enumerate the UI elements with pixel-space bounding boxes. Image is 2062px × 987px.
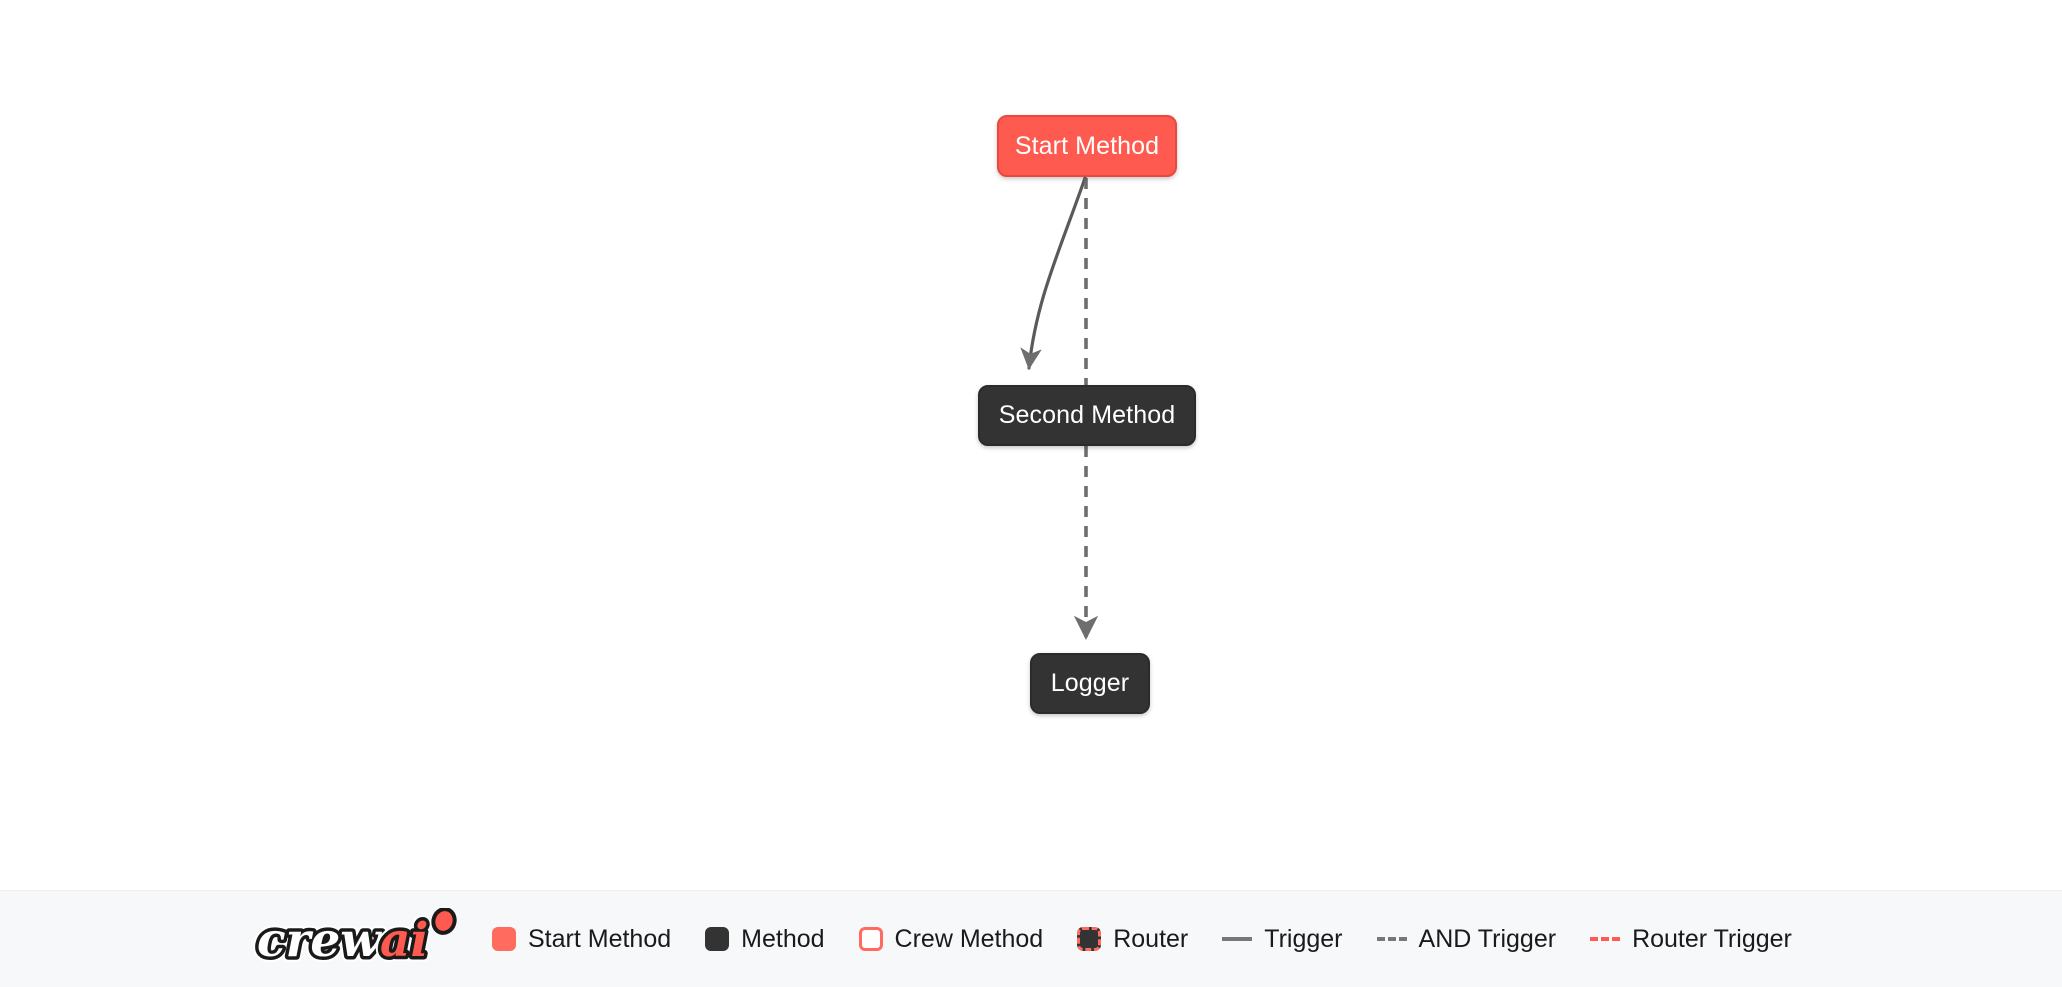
- svg-text:ai: ai: [380, 913, 428, 968]
- legend-item-router[interactable]: Router: [1077, 924, 1189, 953]
- start-method-swatch-icon: [492, 927, 516, 951]
- crewai-logo-dot: [431, 908, 457, 935]
- dashed-line-icon: [1376, 937, 1407, 941]
- legend-item-label: Crew Method: [894, 924, 1044, 953]
- legend-item-label: Start Method: [528, 924, 672, 953]
- legend-item-method[interactable]: Method: [705, 924, 825, 953]
- legend-item-label: Trigger: [1264, 924, 1343, 953]
- legend-items-container: crew crew crew ai ai ai Start Method Met…: [252, 908, 1792, 970]
- solid-line-icon: [1222, 937, 1253, 941]
- crewai-logo: crew crew crew ai ai ai: [252, 908, 466, 970]
- legend-item-trigger[interactable]: Trigger: [1222, 924, 1343, 953]
- legend-item-label: Router Trigger: [1632, 924, 1792, 953]
- legend-item-start-method[interactable]: Start Method: [492, 924, 672, 953]
- dashed-red-line-icon: [1590, 937, 1621, 941]
- router-swatch-icon: [1077, 927, 1102, 951]
- legend-item-and-trigger[interactable]: AND Trigger: [1376, 924, 1557, 953]
- legend-bar: crew crew crew ai ai ai Start Method Met…: [0, 890, 2062, 987]
- svg-text:crew: crew: [257, 913, 382, 968]
- legend-item-label: Router: [1113, 924, 1189, 953]
- svg-text:crew: crew: [257, 913, 382, 968]
- flow-node-start-method[interactable]: Start Method: [997, 115, 1177, 177]
- flow-node-second-method[interactable]: Second Method: [978, 385, 1196, 446]
- flow-node-label: Second Method: [998, 401, 1176, 429]
- svg-text:ai: ai: [380, 913, 428, 968]
- svg-text:crew: crew: [257, 913, 382, 968]
- svg-text:ai: ai: [380, 913, 428, 968]
- flow-node-label: Start Method: [1014, 131, 1160, 160]
- legend-item-router-trigger[interactable]: Router Trigger: [1590, 924, 1792, 953]
- edge-trigger-start-to-second: [1020, 176, 1087, 370]
- flow-node-label: Logger: [1050, 669, 1130, 697]
- flow-diagram-canvas[interactable]: Start Method Second Method Logger: [0, 0, 2062, 890]
- crew-method-swatch-icon: [858, 927, 883, 951]
- legend-item-label: Method: [741, 924, 825, 953]
- flow-node-logger[interactable]: Logger: [1030, 653, 1150, 714]
- legend-item-label: AND Trigger: [1418, 924, 1557, 953]
- method-swatch-icon: [705, 927, 730, 951]
- legend-item-crew-method[interactable]: Crew Method: [858, 924, 1044, 953]
